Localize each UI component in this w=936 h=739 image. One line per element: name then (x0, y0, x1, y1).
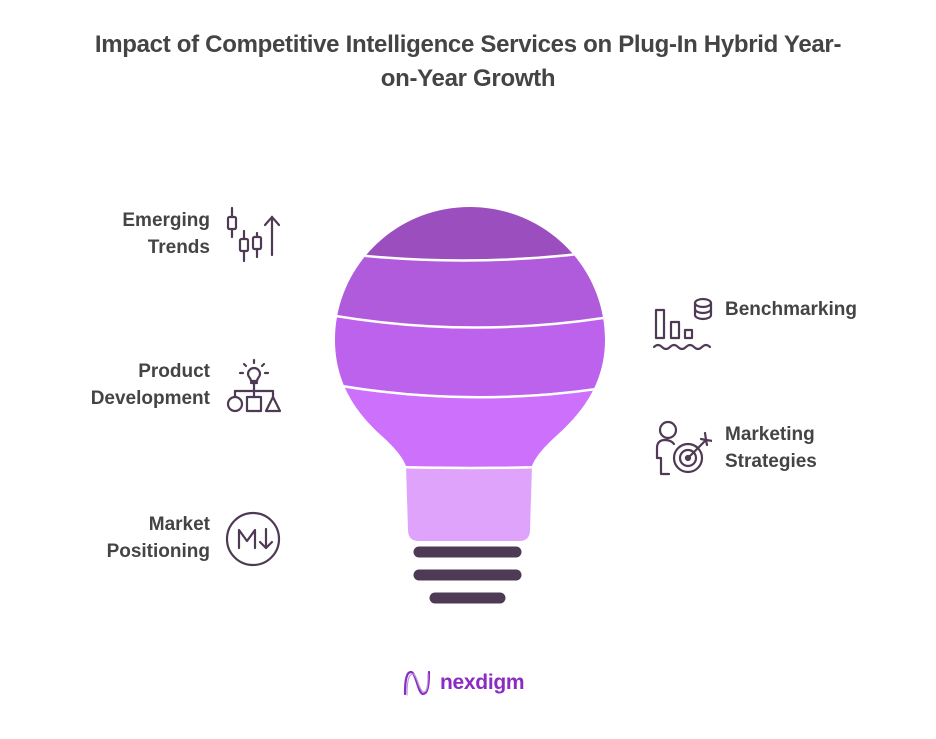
item-emerging-trends: Emerging Trends (122, 210, 210, 258)
item-benchmarking: Benchmarking (725, 299, 857, 320)
lightbulb-graphic (335, 207, 605, 604)
bulb-segment-top (335, 207, 605, 260)
bulb-segment-second (335, 250, 605, 328)
item-market-positioning: Market Positioning (106, 514, 210, 562)
title-line-1: Impact of Competitive Intelligence Servi… (94, 31, 842, 58)
idea-structure-icon (224, 357, 284, 415)
markdown-circle-icon (224, 510, 282, 568)
candlestick-chart-icon (222, 205, 286, 263)
item-marketing-strategies: Marketing Strategies (725, 424, 817, 472)
bulb-segment-fourth (335, 385, 605, 467)
diagram-title: Impact of Competitive Intelligence Servi… (0, 28, 936, 96)
item-product-development: Product Development (90, 361, 210, 409)
nexdigm-wave-icon (403, 670, 431, 696)
bulb-base (413, 546, 522, 604)
person-target-icon (650, 418, 712, 480)
logo-text: nexdigm (440, 671, 525, 694)
title-line-2: on-Year Growth (380, 65, 556, 92)
nexdigm-logo: nexdigm (402, 668, 525, 698)
bulb-segment-third (335, 316, 605, 397)
bar-chart-database-icon (650, 294, 714, 354)
